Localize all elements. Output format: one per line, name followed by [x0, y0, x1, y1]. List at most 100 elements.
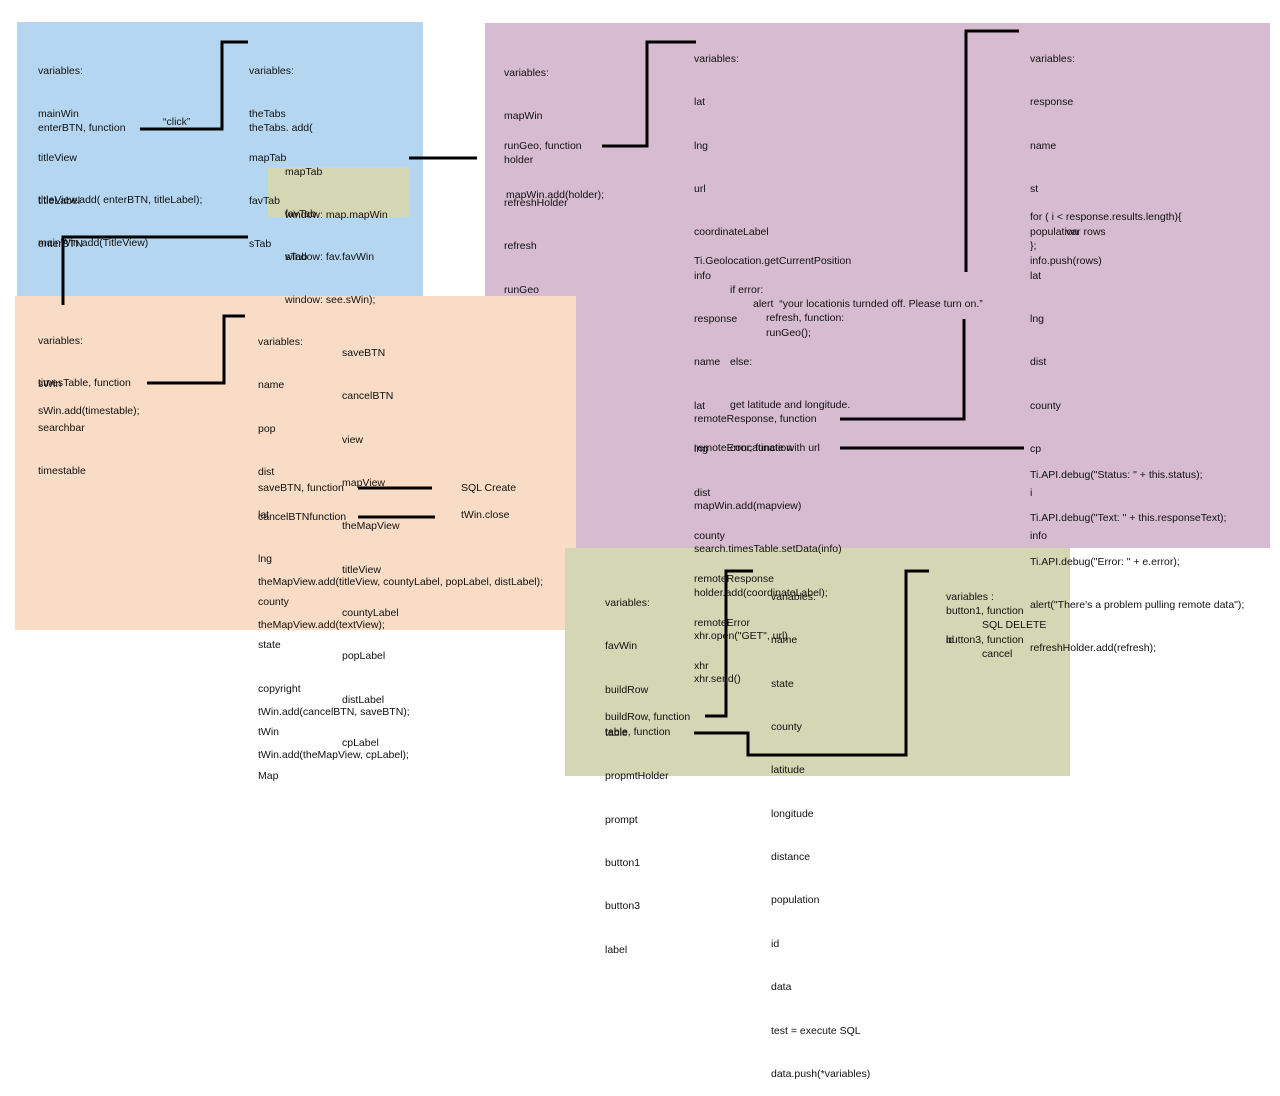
response-var: response [1030, 96, 1074, 109]
fav-var: button1 [605, 857, 641, 870]
code-line: alert("There's a problem pulling remote … [1030, 598, 1245, 611]
debug-statements: Ti.API.debug("Status: " + this.status); … [1030, 439, 1244, 670]
rungeo-var: lng [694, 443, 709, 456]
rungeo-function: runGeo, function [504, 140, 582, 152]
search-var: sWin [38, 378, 62, 391]
var-rows: var rows [1066, 226, 1106, 238]
fav-var: prompt [605, 813, 638, 826]
search-var: searchbar [38, 421, 85, 434]
timestable-var: dist [258, 465, 275, 478]
timestable-var: county [258, 596, 289, 609]
buildrow-var: data [771, 981, 792, 994]
code-line: Ti.API.debug("Text: " + this.responseTex… [1030, 512, 1227, 525]
code-line: tWin.add(cancelBTN, saveBTN); [258, 705, 410, 718]
favorites-window-panel [565, 548, 1070, 776]
fav-var: table [605, 726, 628, 739]
remote-response-function: remoteResponse, function [694, 413, 817, 425]
rungeo-var: name [694, 356, 721, 369]
timestable-var: lng [258, 552, 273, 565]
main-variables-list: variables: mainWin titleView titleLabel … [38, 35, 83, 266]
map-tab-entry: mapTab window: map.mapWin [285, 136, 388, 237]
fav-tab-entry: favTab window: fav.favWin [285, 178, 374, 279]
code-line: theMapView.add(titleView, countyLabel, p… [258, 575, 544, 588]
main-window-panel [17, 22, 423, 296]
timestable-variables-col2: saveBTN cancelBTN view mapView theMapVie… [342, 317, 400, 765]
map-final-statements: mapWin.add(mapview) search.timesTable.se… [694, 470, 842, 701]
map-var: runGeo [504, 283, 540, 296]
code-line: mainWin.add(TitleView) [38, 237, 149, 250]
fav-var: propmtHolder [605, 770, 669, 783]
else-lines: get latitude and longitude. concatinate … [730, 369, 850, 470]
timestable-var: cancelBTN [342, 390, 394, 403]
rungeo-var: lng [694, 139, 709, 152]
code-line: xhr.send() [694, 673, 741, 686]
s-tab-name: sTab [285, 250, 308, 263]
tabs-var: favTab [249, 194, 280, 207]
connector-table [694, 569, 929, 757]
timestable-var: mapView [342, 476, 385, 489]
table-variables: variables : id [946, 561, 994, 662]
tabs-var: mapTab [249, 151, 287, 164]
swin-add: sWin.add(timestable); [38, 405, 140, 417]
connector-remote-response [964, 29, 1019, 272]
rungeo-var: dist [694, 486, 711, 499]
fav-var: favWin [605, 640, 638, 653]
main-var: mainWin [38, 108, 79, 121]
timestable-var: cpLabel [342, 737, 379, 750]
else-branch: else: [730, 356, 753, 368]
connector-rungeo [602, 40, 696, 148]
cancelbtn-function: cancelBTNfunction [258, 511, 347, 523]
cancel-action: cancel [982, 648, 1013, 660]
timestable-var: copyright [258, 682, 301, 695]
main-var: enterBTN [38, 238, 83, 251]
fav-tab-name: favTab [285, 207, 316, 220]
rungeo-var: coordinateLabel [694, 226, 769, 239]
response-var: st [1030, 182, 1039, 195]
click-event-label: “click” [163, 116, 191, 128]
connector-remote-response-in [840, 319, 966, 421]
code-line: Ti.API.debug("Error: " + e.error); [1030, 555, 1180, 568]
timestable-var: state [258, 639, 281, 652]
rungeo-var: xhr [694, 659, 709, 672]
timestable-var: variables: [258, 335, 303, 348]
timestable-var: distLabel [342, 693, 385, 706]
rungeo-var: county [694, 529, 725, 542]
search-left-variables: variables: sWin searchbar timestable [38, 305, 86, 493]
code-line: concatinate with url [730, 442, 820, 455]
timestable-var: theMapView [342, 520, 400, 533]
map-left-variables: variables: mapWin holder refreshHolder r… [504, 37, 568, 312]
sql-create: SQL Create [461, 482, 517, 494]
code-line: holder.add(coordinateLabel); [694, 586, 828, 599]
info-push: info.push(rows) [1030, 255, 1102, 267]
fav-tab-highlight [268, 167, 409, 217]
timestable-var: titleView [342, 563, 381, 576]
button3-function: button3, function [946, 634, 1024, 646]
code-line: search.timesTable.setData(info) [694, 543, 842, 556]
main-var: titleLabel [38, 194, 81, 207]
timestable-var: Map [258, 769, 279, 782]
savebtn-function: saveBTN, function [258, 482, 344, 494]
buildrow-variables: variables: name state county latitude lo… [771, 561, 870, 1096]
tabs-variables-list: variables: theTabs mapTab favTab sTab [249, 35, 294, 266]
buildrow-var: longitude [771, 807, 814, 820]
fav-var: variables: [605, 596, 650, 609]
table-function: table, function [605, 726, 671, 738]
buildrow-var: population [771, 894, 820, 907]
rungeo-var: remoteResponse [694, 573, 774, 586]
map-tab-window: window: map.mapWin [285, 209, 388, 222]
timestable-var: lat [258, 509, 270, 522]
response-variables: variables: response name st population l… [1030, 23, 1078, 558]
code-line: theMapView.add(textView); [258, 619, 385, 632]
rungeo-var: variables: [694, 52, 739, 65]
alert-location-off: alert “your locationis turnded off. Plea… [753, 298, 983, 310]
remote-error-function: remoteError, function [694, 442, 793, 454]
enter-btn-function: enterBTN, function [38, 122, 126, 134]
buildrow-var: data.push(*variables) [771, 1067, 871, 1080]
refresh-function: refresh, function: [766, 312, 845, 324]
response-var: lat [1030, 269, 1042, 282]
table-var: variables : [946, 590, 994, 603]
timestable-var: popLabel [342, 650, 386, 663]
main-var: titleView [38, 151, 77, 164]
timestable-var: pop [258, 422, 276, 435]
fav-left-variables: variables: favWin buildRow table propmtH… [605, 567, 669, 972]
